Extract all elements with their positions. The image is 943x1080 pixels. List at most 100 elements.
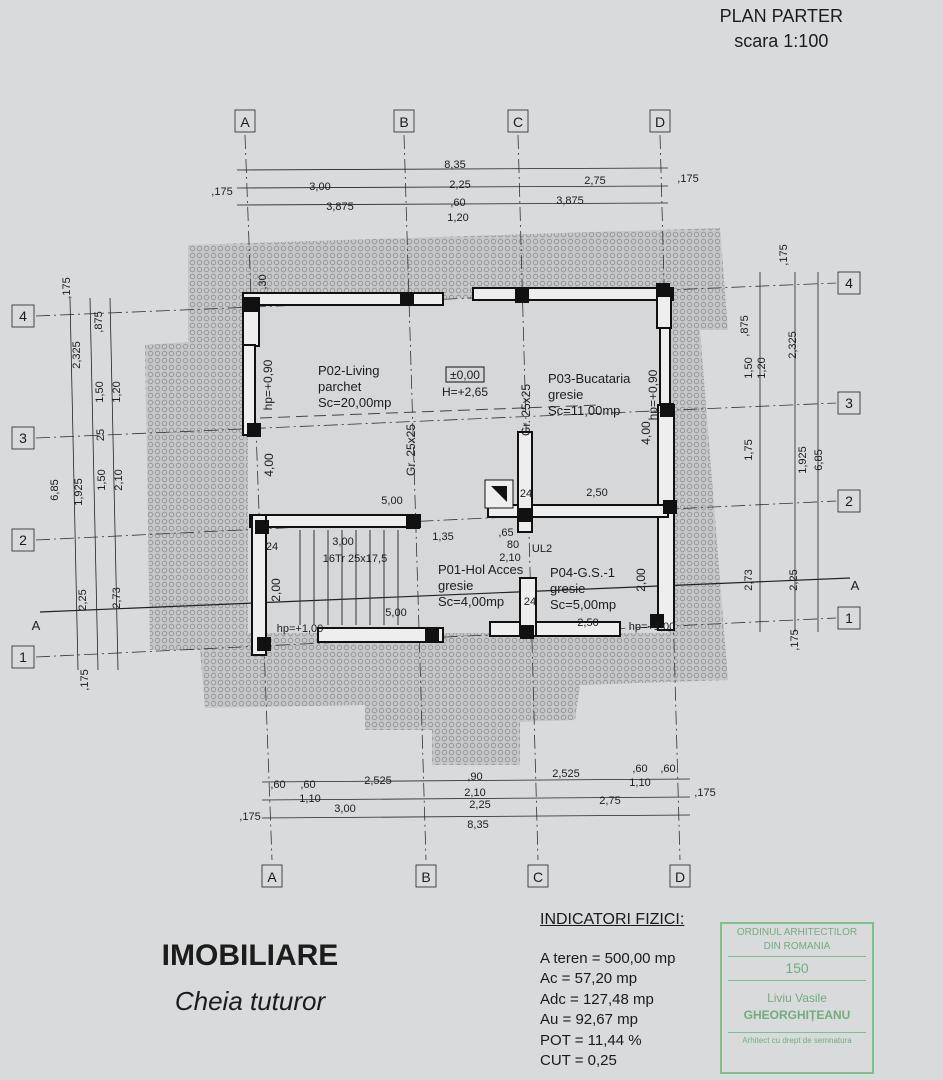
plan-scale: scara 1:100	[734, 31, 829, 51]
dimension-label-bottom: ,90	[467, 771, 482, 783]
concrete-column	[255, 520, 269, 534]
grid-axis-row	[35, 402, 837, 439]
dimension-label-right: ,175	[789, 629, 801, 650]
axis-label-column: D	[655, 114, 665, 130]
concrete-column	[406, 515, 420, 529]
dimension-label-right: 1,925	[797, 446, 809, 474]
axis-label-column: A	[240, 114, 250, 130]
dimension-label-bottom: ,175	[239, 811, 260, 823]
axis-bubble	[234, 109, 256, 133]
physical-indicators: INDICATORI FIZICI: A teren = 500,00 mp A…	[540, 910, 684, 1072]
dimension-label-bottom: ,175	[694, 787, 715, 799]
dimension-label-right: 2,73	[743, 569, 755, 590]
axis-bubble	[837, 606, 861, 630]
wall	[251, 514, 267, 656]
dimension-label-left: 1,50	[94, 381, 106, 402]
dimension-label-bottom: 2,10	[464, 787, 485, 799]
indicator-cut: CUT = 0,25	[540, 1052, 617, 1069]
axis-bubble	[507, 109, 529, 133]
dimension-label-bottom: ,60	[632, 763, 647, 775]
dimension-label-left: 1,20	[111, 381, 123, 402]
room-name: P02-Living	[318, 363, 379, 378]
indicator-pot: POT = 11,44 %	[540, 1031, 642, 1049]
dimension-label-bottom: 1,10	[299, 793, 320, 805]
plan-annotation: 3,00	[332, 536, 353, 548]
axis-label-column: B	[421, 869, 430, 885]
axis-bubble	[261, 864, 283, 888]
plan-annotation: 2,10	[499, 552, 520, 564]
dimension-label-right: 1,50	[743, 357, 755, 378]
concrete-column	[650, 614, 664, 628]
concrete-column	[660, 403, 674, 417]
plan-annotation: 4,00	[262, 453, 276, 477]
dimension-label-top: 2,75	[584, 175, 605, 187]
concrete-column	[247, 423, 261, 437]
stamp-footer: Arhitect cu drept de semnatura	[742, 1036, 852, 1045]
dimension-label-right: 2,325	[787, 331, 799, 359]
concrete-column	[656, 283, 670, 297]
plan-annotation: 1,35	[432, 531, 453, 543]
dimension-label-top: 3,00	[309, 181, 330, 193]
plan-annotation: 2,00	[269, 578, 283, 602]
dimension-label-right: 6,85	[813, 449, 825, 470]
dimension-label-left: 2,73	[111, 587, 123, 608]
dimension-label-top: ,60	[450, 197, 465, 209]
axis-bubble	[11, 528, 35, 552]
dimension-label-bottom: ,60	[300, 779, 315, 791]
concrete-column	[520, 625, 534, 639]
dimension-line	[261, 814, 691, 819]
beam-line	[259, 404, 601, 419]
axis-bubble	[11, 426, 35, 450]
room-name: P01-Hol Acces	[438, 562, 524, 577]
axis-bubble	[837, 489, 861, 513]
dimension-label-bottom: 2,25	[469, 799, 490, 811]
plan-title: PLAN PARTER	[719, 6, 843, 26]
axis-bubble	[527, 864, 549, 888]
dimension-label-bottom: 2,525	[364, 775, 392, 787]
section-label: A	[851, 578, 860, 593]
plan-annotation: hp=+1,00	[277, 623, 324, 635]
room-height: H=+2,65	[442, 385, 488, 399]
grid-axis-row	[35, 282, 837, 317]
dimension-label-left: ,30	[257, 274, 269, 289]
concrete-column	[425, 627, 439, 641]
dimension-label-right: ,175	[778, 244, 790, 265]
concrete-column	[244, 298, 258, 312]
chimney-flue	[491, 486, 507, 502]
axis-label-column: A	[267, 869, 277, 885]
dimension-label-right: ,875	[739, 315, 751, 336]
plan-annotation: 4,00	[639, 421, 653, 445]
dimension-label-top: 3,875	[556, 195, 584, 207]
grid-axis-column	[244, 134, 273, 861]
dimension-label-bottom: ,60	[660, 763, 675, 775]
axis-label-row: 2	[845, 493, 853, 509]
axis-label-row: 4	[845, 275, 853, 291]
room-area: Sc=4,00mp	[438, 594, 504, 609]
watermark-slogan: Cheia tuturor	[175, 986, 327, 1016]
dimension-label-right: 1,75	[743, 439, 755, 460]
plan-annotation: 24	[520, 488, 532, 500]
axis-bubble	[11, 645, 35, 669]
plan-annotation: 24	[266, 541, 278, 553]
concrete-column	[400, 292, 414, 306]
dimension-label-left: 1,50	[96, 469, 108, 490]
section-label: A	[32, 618, 41, 633]
plan-annotation: 2,50	[586, 487, 607, 499]
axis-bubble	[649, 109, 671, 133]
axis-label-row: 2	[19, 532, 27, 548]
plan-annotation: 5,00	[381, 495, 402, 507]
axis-label-column: D	[675, 869, 685, 885]
room-area: Sc=5,00mp	[550, 597, 616, 612]
axis-label-column: B	[399, 114, 408, 130]
plan-annotation: Gr. 25x25	[404, 424, 418, 476]
dimension-label-left: 25	[95, 429, 107, 441]
dimension-label-top: 3,875	[326, 201, 354, 213]
axis-bubble	[415, 864, 437, 888]
dimension-label-top: ,175	[211, 186, 232, 198]
dimension-label-left: 2,10	[113, 469, 125, 490]
wall	[487, 504, 669, 518]
plan-annotation: UL2	[532, 543, 552, 555]
plan-annotation: Gr. 25x25	[519, 384, 533, 436]
dimension-label-bottom: ,60	[270, 779, 285, 791]
